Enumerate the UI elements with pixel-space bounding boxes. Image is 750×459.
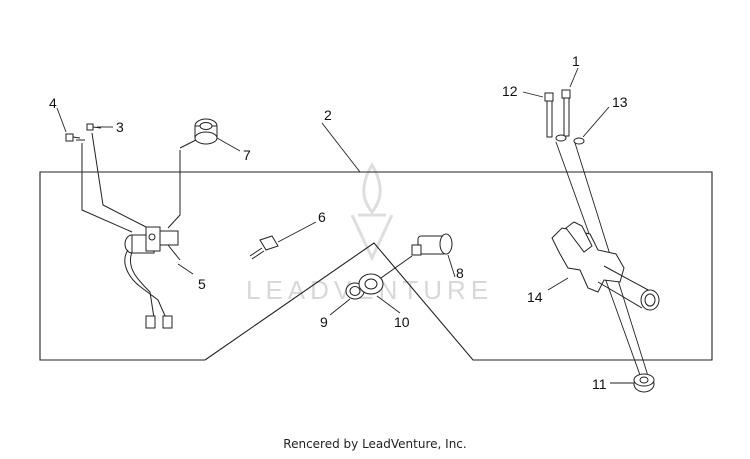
callout-3: 3: [116, 119, 124, 135]
ignition-switch-part: [76, 132, 201, 329]
bracket-part-14: [551, 221, 660, 311]
nut-part-11: [633, 373, 655, 393]
screw-part-3: [86, 123, 102, 131]
switch-part-8: [380, 233, 453, 279]
callout-2: 2: [324, 107, 332, 123]
screw-part-4: [65, 133, 81, 142]
callout-14: 14: [527, 289, 543, 305]
callout-12: 12: [502, 83, 518, 99]
callout-9: 9: [320, 314, 328, 330]
callout-7: 7: [243, 147, 251, 163]
bolt-part-1: [561, 89, 571, 137]
leadventure-logo-icon: [350, 162, 394, 262]
callout-10: 10: [394, 314, 410, 330]
callout-1: 1: [572, 53, 580, 69]
callout-8: 8: [456, 265, 464, 281]
callout-4: 4: [49, 95, 57, 111]
callout-6: 6: [318, 209, 326, 225]
washer-part-10: [358, 273, 384, 295]
callout-5: 5: [198, 276, 206, 292]
render-credit: Rencered by LeadVenture, Inc.: [283, 437, 467, 451]
leader-lines: [56, 67, 634, 384]
bolt-part-12: [544, 92, 554, 138]
grommet-part-7: [194, 118, 218, 145]
callout-13: 13: [612, 94, 628, 110]
key-part-6: [249, 235, 279, 260]
assembly-frame: [39, 171, 713, 361]
callout-11: 11: [592, 376, 607, 392]
washer-part-13: [555, 134, 585, 145]
